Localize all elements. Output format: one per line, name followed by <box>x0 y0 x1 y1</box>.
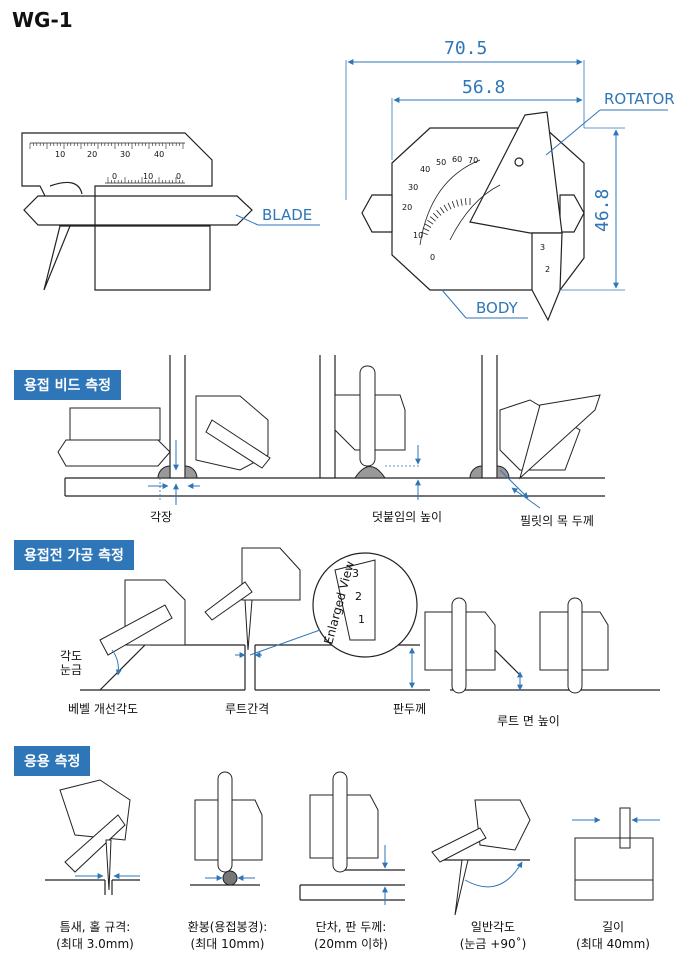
protractor-tick-mark <box>456 199 459 207</box>
rotator-tick: 60 <box>452 155 462 164</box>
protractor-tick-mark <box>424 223 432 228</box>
caption-angle-scale: 각도 눈금 <box>60 649 83 677</box>
page-title: WG-1 <box>12 8 73 32</box>
protractor-tick-mark <box>422 227 430 232</box>
dim-height: 46.8 <box>592 189 613 232</box>
caption-line: 틈새, 홀 규격: <box>59 920 131 934</box>
protractor-tick-mark <box>429 216 436 222</box>
dim-scale-width: 56.8 <box>462 77 505 98</box>
caption-line: (최대 3.0mm) <box>56 937 134 951</box>
app-gauge-2 <box>194 771 263 886</box>
right-gauge <box>361 111 585 322</box>
scale-tick: 40 <box>154 150 164 159</box>
protractor-tick-mark <box>447 202 452 210</box>
caption-root-face: 루트 면 높이 <box>497 714 560 728</box>
protractor-tick-mark <box>460 198 463 206</box>
fillet-weld <box>496 465 510 479</box>
protractor-tick-mark <box>420 231 428 235</box>
rotator-tick: 40 <box>420 165 430 174</box>
application-plates <box>45 859 530 901</box>
caption-line: (눈금 +90˚) <box>459 937 527 951</box>
section-badge-application: 응용 측정 <box>14 746 91 776</box>
rotator-tick: 0 <box>430 253 435 262</box>
protractor-tick-mark <box>436 209 442 216</box>
pre-gauge-3 <box>424 597 496 694</box>
rotator-tick: 30 <box>408 183 418 192</box>
section-badge-weld-bead: 용접 비드 측정 <box>14 370 122 400</box>
caption-line: 일반각도 <box>470 920 516 934</box>
blade-label: BLADE <box>262 206 312 224</box>
rotator-tick: 70 <box>468 156 478 165</box>
small-scale-tick: 3 <box>540 243 545 252</box>
app-gauge-4 <box>431 799 531 916</box>
caption-line: (20mm 이하) <box>314 937 388 951</box>
dim-overall-width: 70.5 <box>444 38 487 59</box>
caption-line: 환봉(용접봉경): <box>187 920 268 934</box>
fillet-weld <box>469 465 483 479</box>
body-label: BODY <box>476 299 519 317</box>
fillet-weld <box>184 465 198 479</box>
caption-line: 길이 <box>601 920 625 934</box>
app-gauge-1 <box>59 779 131 891</box>
enlarged-tick: 1 <box>358 613 365 626</box>
rotator-tick: 10 <box>413 231 423 240</box>
app-gauge-5 <box>574 807 654 901</box>
scale-tick: 0 <box>176 172 181 181</box>
protractor-tick-mark <box>432 212 439 219</box>
weld-gauge-4 <box>499 394 601 480</box>
caption-line: 단차, 판 두께: <box>315 920 387 934</box>
caption-leg: 각장 <box>150 510 173 524</box>
section-badge-pre-weld: 용접전 가공 측정 <box>14 540 134 570</box>
caption-plate: 판두께 <box>393 702 427 716</box>
protractor-tick-mark <box>427 219 434 225</box>
caption-reinforcement: 덧붙임의 높이 <box>372 510 443 524</box>
caption-bevel: 베벨 개선각도 <box>68 702 139 716</box>
protractor-tick-mark <box>465 198 467 206</box>
caption-root-gap: 루트간격 <box>225 702 270 716</box>
scale-tick: 10 <box>55 150 65 159</box>
caption-rod: 환봉(용접봉경): (최대 10mm) <box>170 918 285 952</box>
fillet-weld <box>157 465 171 479</box>
caption-line: (최대 40mm) <box>576 937 650 951</box>
caption-line: (최대 10mm) <box>190 937 265 951</box>
weld-gauge-3 <box>334 365 406 467</box>
pre-gauge-1 <box>99 579 186 656</box>
enlarged-tick: 2 <box>355 590 362 603</box>
scale-tick: 30 <box>120 150 130 159</box>
enlarged-tick: 3 <box>352 567 359 580</box>
caption-gap: 틈새, 홀 규격: (최대 3.0mm) <box>40 918 150 952</box>
caption-step: 단차, 판 두께: (20mm 이하) <box>296 918 406 952</box>
butt-weld <box>354 466 386 479</box>
caption-angle: 일반각도 (눈금 +90˚) <box>438 918 548 952</box>
protractor-tick-mark <box>451 200 455 208</box>
pre-gauge-2 <box>204 547 301 651</box>
scale-tick: 20 <box>87 150 97 159</box>
left-gauge <box>21 132 253 291</box>
weld-gauge-1 <box>57 407 171 467</box>
scale-tick: 0 <box>112 172 117 181</box>
protractor-tick-mark <box>443 204 448 212</box>
caption-throat: 필릿의 목 두께 <box>520 514 594 528</box>
enlarged-scale <box>334 559 376 641</box>
scale-tick: 10 <box>143 172 153 181</box>
rotator-label: ROTATOR <box>604 90 675 108</box>
weld-gauge-2 <box>195 395 271 471</box>
caption-length: 길이 (최대 40mm) <box>558 918 668 952</box>
app-gauge-3 <box>309 771 379 873</box>
rotator-tick: 20 <box>402 203 412 212</box>
pre-gauge-4 <box>539 597 609 694</box>
protractor-arc <box>419 159 501 246</box>
rotator-tick: 50 <box>436 158 446 167</box>
protractor-tick-mark <box>439 207 445 214</box>
small-scale-tick: 2 <box>545 265 550 274</box>
